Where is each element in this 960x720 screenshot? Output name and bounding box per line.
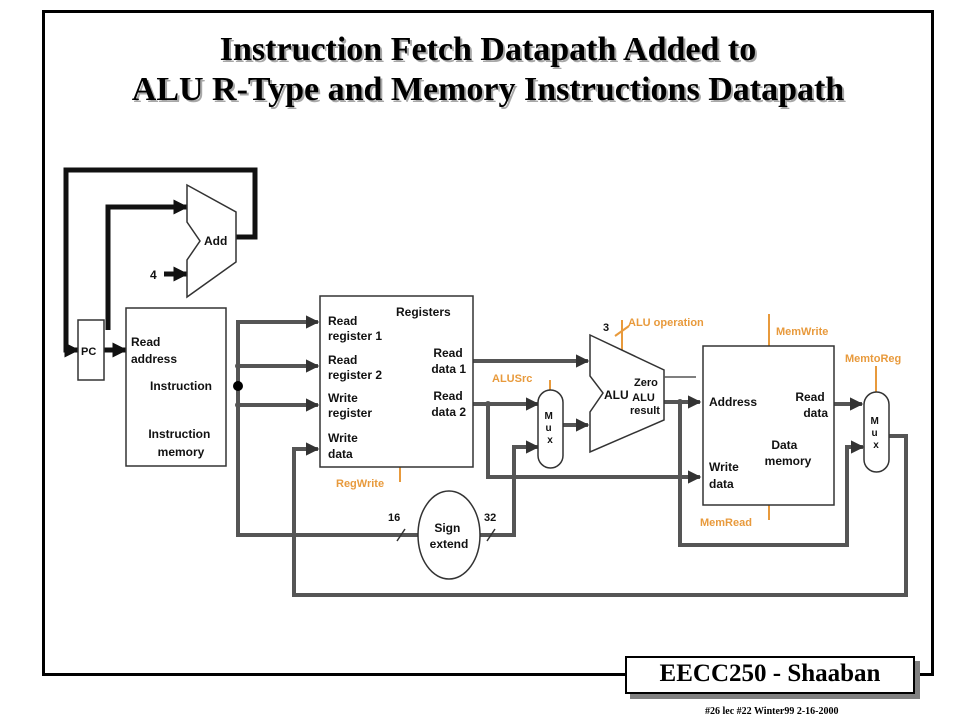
alu-op-slash — [614, 325, 630, 337]
datapath-wires — [236, 315, 908, 597]
sign-extend-to-mux — [480, 440, 540, 537]
data-memory: Address Read data Data memory Write data — [702, 345, 835, 506]
alu-label: ALU — [604, 388, 629, 402]
alu-result-label: ALU result — [630, 392, 660, 417]
instr-to-write-reg — [236, 386, 320, 412]
pc-to-adder-wire — [105, 199, 189, 330]
mux-label: M u x — [870, 416, 881, 451]
read-data-1-label: Read data 1 — [431, 346, 466, 376]
mux-label: M u x — [544, 411, 555, 446]
write-register-label: Write register — [328, 391, 372, 420]
junction-dot — [677, 399, 683, 405]
alu-src-mux: M u x — [537, 389, 564, 469]
dmem-write-data-label: Write data — [709, 460, 742, 491]
adder-shape — [186, 183, 237, 299]
sign-extend-in-width: 16 — [388, 512, 400, 524]
dmem-name-label: Data memory — [765, 438, 812, 468]
registers-title: Registers — [396, 305, 451, 319]
pc-box — [77, 319, 105, 381]
pc-adder-wires — [63, 167, 258, 358]
junction-dot — [235, 363, 241, 369]
title-line-2: ALU R-Type and Memory Instructions Datap… — [131, 71, 845, 108]
alu-src-label: ALUSrc — [492, 373, 532, 385]
sign-extend-unit: Sign extend 16 32 — [388, 490, 496, 580]
register-file-box — [319, 295, 474, 468]
sign-extend-shape — [417, 490, 481, 580]
writeback-wire — [292, 434, 908, 597]
instruction-memory-box — [125, 307, 227, 467]
register-file: Registers Read register 1 Read register … — [319, 295, 474, 468]
wire-junctions — [233, 363, 683, 408]
dmem-address-label: Address — [709, 395, 757, 409]
junction-dot — [233, 381, 243, 391]
imem-instruction-label: Instruction — [150, 379, 212, 393]
width-slashes — [396, 528, 496, 542]
mem-to-reg-mux-shape — [863, 391, 890, 473]
mem-read-label: MemRead — [700, 517, 752, 529]
alu-operation-label: ALU operation — [628, 317, 704, 329]
junction-dot — [235, 402, 241, 408]
slide-title: Instruction Fetch Datapath Added to ALU … — [42, 30, 934, 110]
program-counter: PC — [77, 319, 105, 381]
width-slash-32 — [486, 528, 496, 542]
slide-footnote: #26 lec #22 Winter99 2-16-2000 — [705, 706, 839, 717]
alu-src-mux-shape — [537, 389, 564, 469]
course-label: EECC250 - Shaaban — [659, 660, 881, 687]
instruction-memory: Read address Instruction Instruction mem… — [125, 307, 227, 467]
sign-extend-out-width: 32 — [484, 512, 496, 524]
course-footer: EECC250 - Shaaban — [625, 656, 915, 694]
reg-write-label: RegWrite — [336, 478, 384, 490]
alu-shape — [589, 333, 665, 454]
instr-to-read-reg1 — [236, 315, 320, 386]
control-labels: RegWrite ALUSrc ALU operation 3 MemWrite… — [336, 317, 901, 529]
alu-result-bypass — [678, 402, 865, 547]
read-register-2-label: Read register 2 — [328, 353, 382, 382]
instr-to-sign-extend — [236, 405, 418, 537]
pc-label: PC — [81, 346, 96, 358]
adder-output-wire — [63, 167, 258, 358]
register-write-data-label: Write data — [328, 431, 361, 461]
data-memory-box — [702, 345, 835, 506]
adder: Add 4 — [150, 183, 237, 299]
imem-read-address-label: Read address — [131, 335, 177, 366]
junction-dot — [485, 401, 491, 407]
control-lines — [399, 314, 877, 520]
title-line-1: Instruction Fetch Datapath Added to — [219, 31, 757, 68]
mem-write-label: MemWrite — [776, 326, 828, 338]
mem-to-reg-label: MemtoReg — [845, 353, 901, 365]
read-data-2-label: Read data 2 — [431, 389, 466, 419]
alu-zero-label: Zero — [634, 377, 658, 389]
alu: ALU Zero ALU result — [589, 333, 696, 454]
imem-name-label: Instruction memory — [148, 427, 213, 459]
read-register-1-label: Read register 1 — [328, 314, 382, 343]
adder-label: Add — [204, 234, 227, 248]
alu-op-width-label: 3 — [603, 322, 609, 334]
read-data2-to-write-data — [486, 404, 702, 484]
width-slash-16 — [396, 528, 406, 542]
sign-extend-label: Sign extend — [430, 521, 469, 551]
constant-four-label: 4 — [150, 268, 157, 282]
dmem-read-data-label: Read data — [795, 390, 828, 420]
mem-to-reg-mux: M u x — [863, 391, 890, 473]
